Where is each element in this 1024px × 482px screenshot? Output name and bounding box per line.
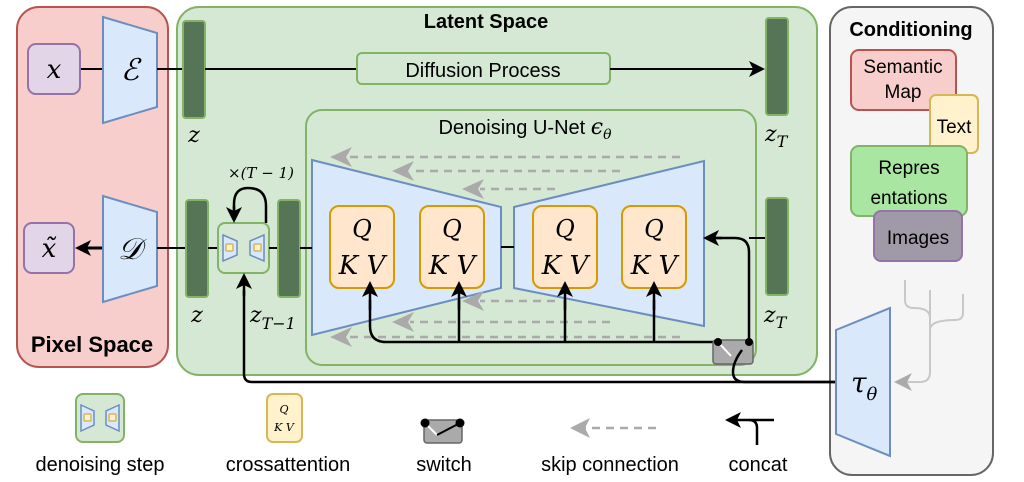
repeat-label: ×(T − 1)	[228, 164, 294, 182]
crossattention-icon: Q K V	[266, 393, 303, 443]
cond-text[interactable]: Text	[929, 94, 979, 154]
unet-title: Denoising U-Net	[438, 117, 590, 139]
diffusion-process-box: Diffusion Process	[356, 52, 611, 85]
conditioning-to-step-path	[242, 290, 835, 384]
legend-skip-connection: skip connection	[541, 418, 679, 476]
skip-connection	[392, 161, 620, 181]
latent-z-t-minus-1: zT−1	[249, 199, 301, 333]
legend-crossattention: Q K V crossattention	[226, 393, 351, 476]
latent-z-top: z	[182, 20, 206, 148]
query-label: Q	[555, 215, 575, 243]
input-x-box: x	[27, 43, 81, 95]
query-label: Q	[644, 215, 664, 243]
key-value-label: K V	[630, 251, 680, 281]
cond-semantic-map-line2: Map	[885, 82, 922, 103]
unet-epsilon: ϵ	[591, 115, 603, 140]
crossattention-block[interactable]: Q K V	[419, 205, 485, 289]
crossattention-icon-kv: K V	[273, 421, 295, 434]
skip-connection	[462, 291, 555, 311]
cond-representations-line2: entations	[870, 188, 947, 209]
legend-concat: concat	[725, 412, 788, 476]
cond-semantic-map-line1: Semantic	[863, 57, 942, 78]
crossattention-block[interactable]: Q K V	[532, 205, 598, 289]
key-value-label: K V	[428, 251, 478, 281]
z-t-bottom-label: z	[763, 303, 776, 328]
concat-arrowheads	[362, 281, 662, 310]
z-bottom-label: z	[190, 303, 203, 328]
switch[interactable]	[712, 338, 754, 365]
crossattention-icon-q: Q	[279, 403, 288, 416]
decoder-block: 𝒟	[102, 194, 158, 304]
crossattention-block[interactable]: Q K V	[329, 205, 395, 289]
legend-denoising-step: denoising step	[36, 393, 165, 476]
tau-subscript: θ	[867, 384, 878, 405]
skip-connection	[392, 312, 610, 332]
legend-switch: switch	[416, 418, 472, 476]
conditioning-merge-lines	[904, 280, 964, 383]
skip-connection	[330, 327, 680, 347]
cond-images-label: Images	[887, 228, 949, 249]
z-t1-subscript: T−1	[262, 314, 296, 333]
cond-representations[interactable]: Repres entations	[850, 145, 968, 217]
unet-theta-subscript: θ	[603, 127, 612, 143]
crossattention-blocks: Q K V Q K V Q K V Q K V	[329, 205, 687, 289]
svg-text:zT: zT	[764, 122, 789, 151]
denoising-step-icon	[75, 393, 125, 443]
svg-text:τθ: τθ	[851, 366, 878, 405]
skip-connections	[330, 147, 680, 347]
z-t-top-subscript: T	[777, 132, 789, 151]
key-value-label: K V	[338, 251, 388, 281]
latent-z-t-bottom: zT	[763, 197, 789, 332]
output-x-tilde-label: x̃	[42, 234, 57, 264]
conditioning-routing	[368, 300, 718, 344]
routing-bus	[368, 300, 718, 344]
pixel-space-label: Pixel Space	[31, 332, 153, 357]
legend-label: concat	[729, 454, 788, 476]
legend: denoising step Q K V crossattention swit…	[36, 393, 788, 476]
tau-encoder-block: τθ	[835, 306, 891, 458]
cond-text-label: Text	[937, 117, 973, 138]
legend-label: skip connection	[541, 454, 679, 476]
conditioning-label: Conditioning	[849, 19, 972, 41]
denoising-step-block[interactable]	[217, 222, 270, 274]
cond-representations-line1: Repres	[878, 158, 939, 179]
query-label: Q	[442, 215, 462, 243]
diffusion-process-label: Diffusion Process	[405, 60, 560, 82]
switch-icon	[420, 418, 465, 444]
latent-space-label: Latent Space	[424, 11, 548, 33]
skip-connection	[462, 179, 555, 199]
cond-images[interactable]: Images	[873, 210, 963, 262]
repeat-loop-arrow	[232, 186, 268, 223]
cond-semantic-map[interactable]: Semantic Map	[850, 49, 957, 111]
crossattention-block[interactable]: Q K V	[621, 205, 687, 289]
z-t-top-label: z	[764, 122, 777, 147]
legend-label: switch	[416, 454, 472, 476]
encoder-label: ℰ	[121, 53, 142, 88]
z-t1-label: z	[249, 303, 262, 328]
z-t-bottom-subscript: T	[776, 313, 788, 332]
svg-text:zT−1: zT−1	[249, 303, 296, 333]
z-top-label: z	[187, 123, 200, 148]
svg-text:Denoising U-Net ϵθ: Denoising U-Net ϵθ	[438, 115, 612, 143]
output-x-tilde-box: x̃	[23, 222, 75, 274]
concat-icon	[725, 412, 774, 445]
concat-path-decoder	[708, 236, 751, 342]
legend-label: crossattention	[226, 454, 351, 476]
tau-label: τ	[851, 366, 867, 399]
svg-text:zT: zT	[763, 303, 788, 332]
encoder-block: ℰ	[102, 15, 158, 125]
skip-connection	[330, 147, 680, 167]
query-label: Q	[352, 215, 372, 243]
skip-connection-icon	[570, 418, 656, 438]
legend-label: denoising step	[36, 454, 165, 476]
latent-z-t-top: zT	[764, 17, 789, 151]
key-value-label: K V	[541, 251, 591, 281]
input-x-label: x	[47, 55, 62, 85]
